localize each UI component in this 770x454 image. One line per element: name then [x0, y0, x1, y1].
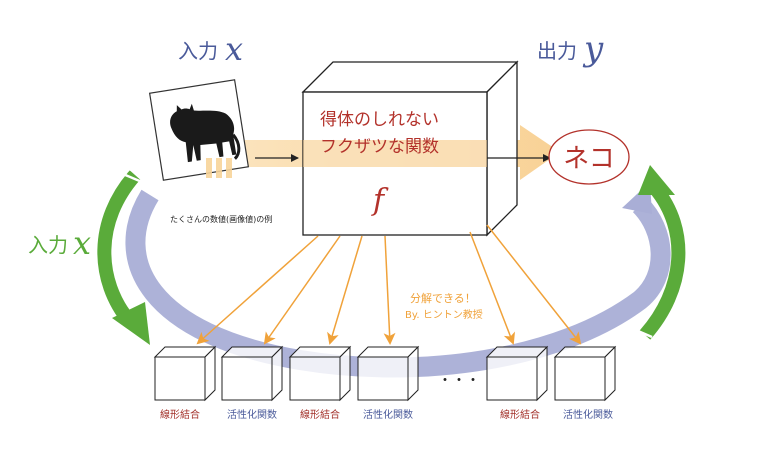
output-top-label: 出力 y: [537, 29, 604, 69]
svg-text:x: x: [73, 224, 91, 262]
small-cube: [220, 345, 284, 402]
small-cubes: [153, 345, 617, 402]
green-arrow-left: [97, 160, 151, 345]
small-cube: [153, 345, 217, 402]
output-value: ネコ: [563, 144, 614, 174]
svg-text:入力: 入力: [178, 39, 218, 63]
svg-text:入力: 入力: [28, 233, 68, 257]
ellipsis: ・・・: [438, 373, 480, 389]
block-label: 活性化関数: [363, 408, 413, 421]
block-label: 活性化関数: [227, 408, 277, 421]
input-left-label: 入力 x: [28, 224, 91, 262]
box-line2: フクザツな関数: [320, 137, 439, 157]
decompose-arrows: [196, 224, 582, 345]
small-cube: [553, 345, 617, 402]
svg-text:x: x: [225, 30, 243, 68]
output-ellipse: ネコ: [548, 129, 630, 185]
small-cube: [485, 345, 549, 402]
green-arrow-right: [622, 165, 686, 351]
block-label: 活性化関数: [563, 408, 613, 421]
block-label: 線形結合: [500, 408, 540, 421]
cat-silhouette: [170, 103, 237, 163]
block-label: 線形結合: [160, 408, 200, 421]
block-labels: 線形結合 活性化関数 線形結合 活性化関数 線形結合 活性化関数: [160, 408, 613, 421]
block-label: 線形結合: [300, 408, 340, 421]
svg-text:y: y: [582, 29, 604, 69]
input-top-label: 入力 x: [178, 30, 243, 68]
decompose-line1: 分解できる！: [410, 291, 476, 305]
cat-caption: たくさんの数値(画像値)の例: [170, 214, 272, 224]
small-cube: [356, 345, 420, 402]
small-cube: [288, 345, 352, 402]
svg-text:出力: 出力: [537, 39, 577, 63]
decompose-line2: By. ヒントン教授: [405, 308, 483, 321]
cat-image: [148, 79, 250, 181]
box-line1: 得体のしれない: [320, 110, 439, 130]
